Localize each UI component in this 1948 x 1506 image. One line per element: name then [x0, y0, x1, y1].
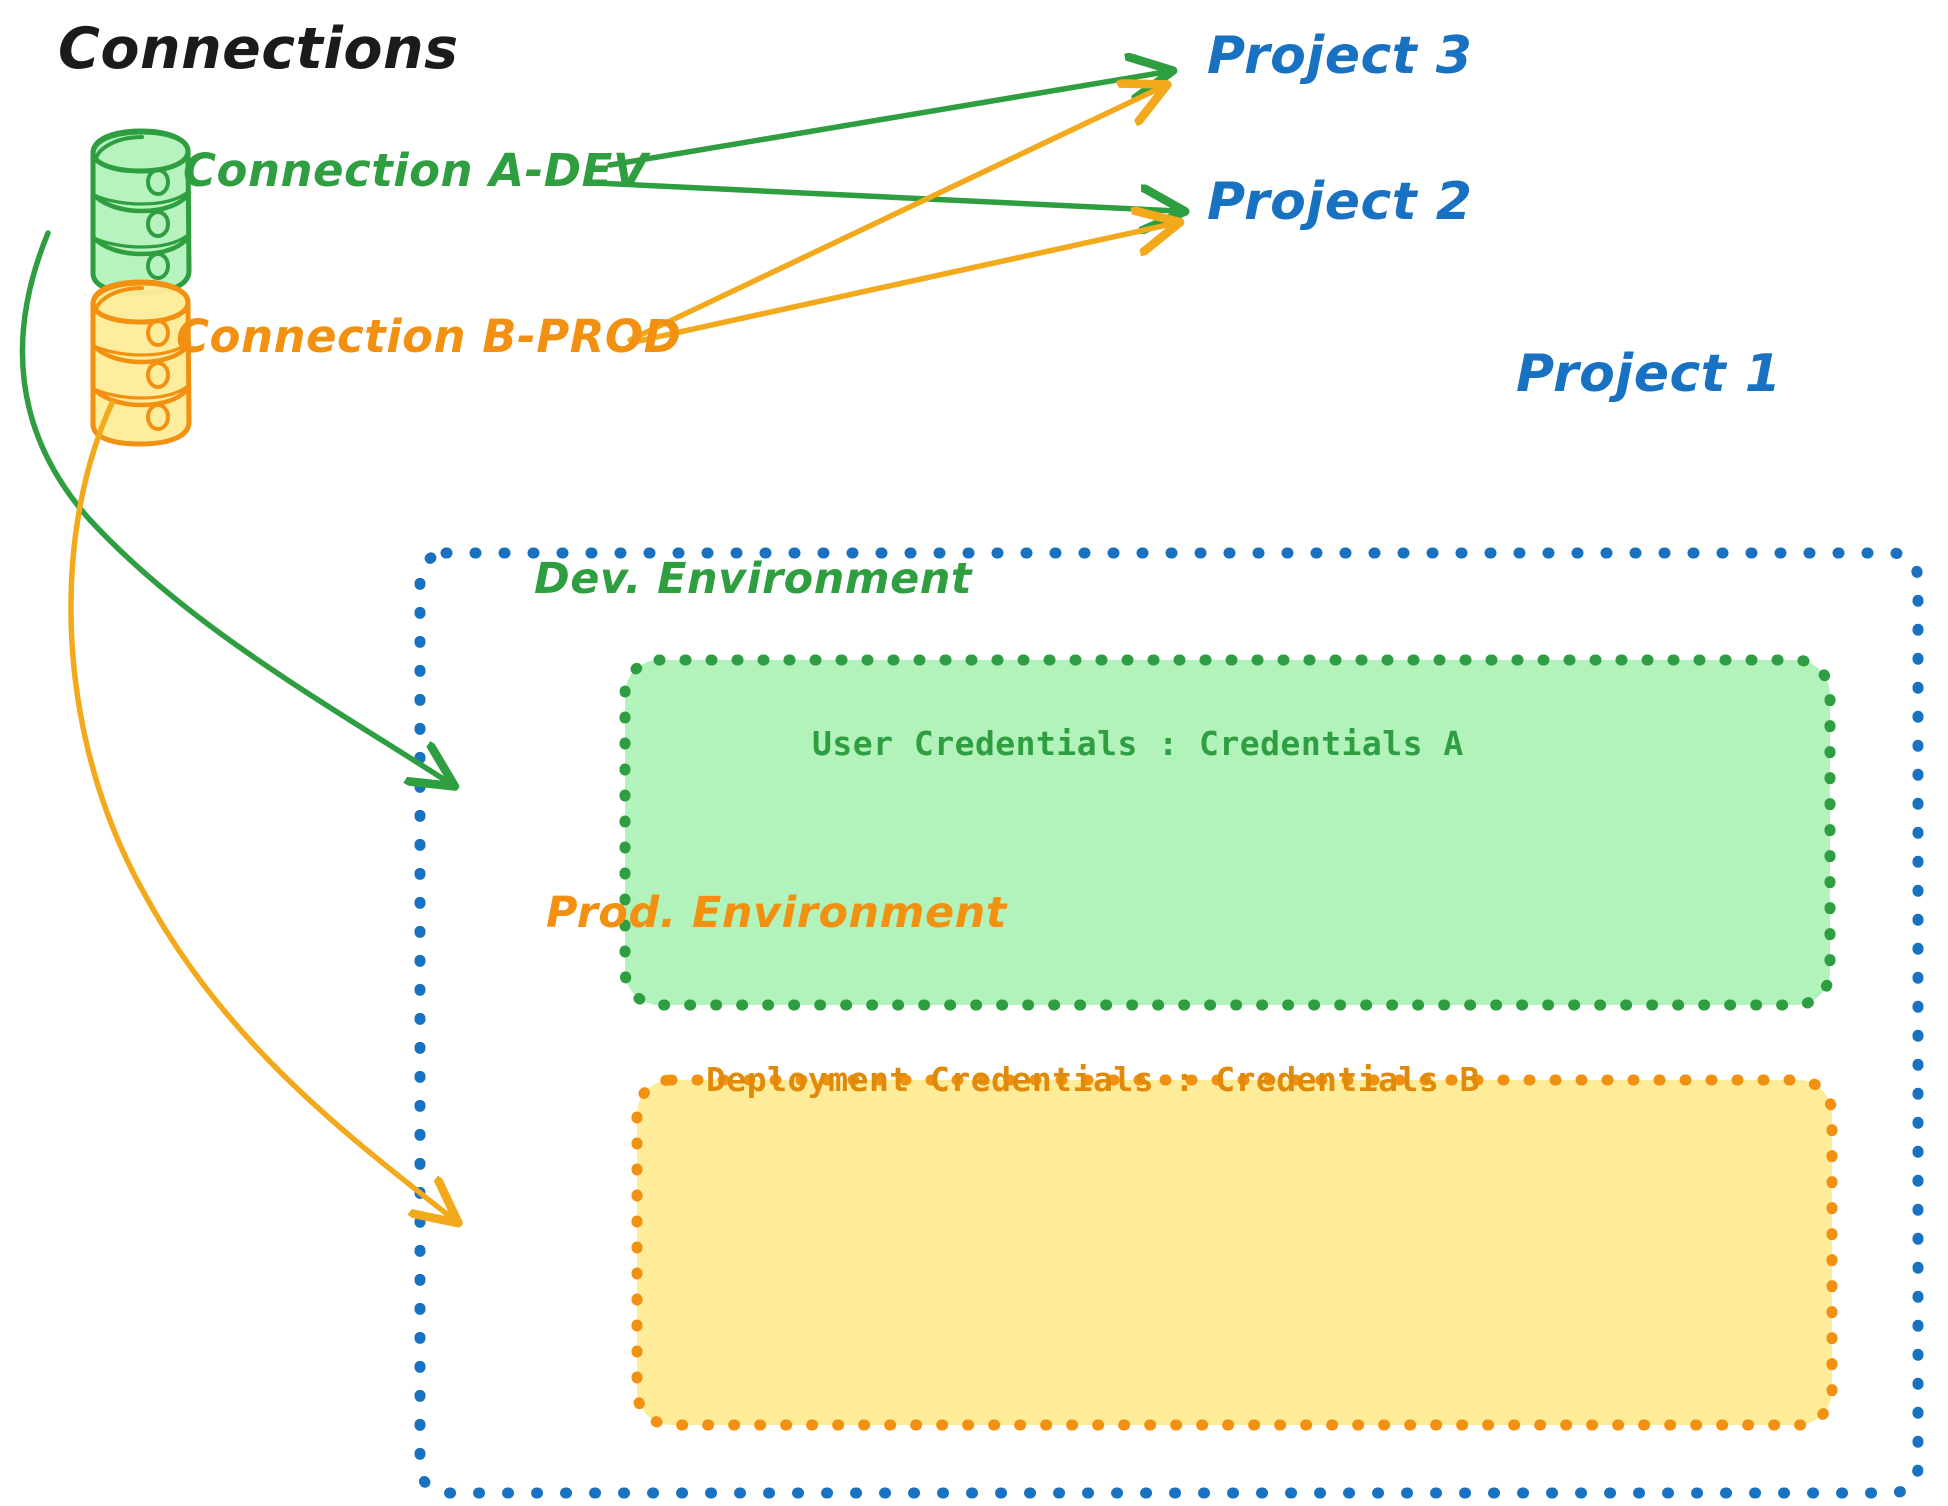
prod-environment-box	[631, 1074, 1838, 1431]
arrow-conn-b-to-prod-environment	[68, 400, 452, 1218]
dev-environment-box	[619, 654, 1836, 1011]
arrow-conn-a-to-project-3	[607, 72, 1165, 168]
project-1-container	[414, 547, 1924, 1499]
project-1-label[interactable]: Project 1	[1516, 344, 1782, 404]
arrow-conn-a-to-project-2	[593, 180, 1177, 211]
database-icon-connection-b	[90, 279, 192, 447]
project-2-label[interactable]: Project 2	[1207, 172, 1473, 232]
prod-environment-fill	[637, 1080, 1832, 1425]
prod-environment-border	[631, 1074, 1838, 1431]
arrow-conn-a-to-dev-environment	[19, 230, 448, 782]
prod-environment-title: Prod. Environment	[546, 888, 1007, 938]
database-icon-connection-a	[90, 128, 192, 296]
project-1-container-border	[414, 547, 1924, 1499]
dev-environment-border	[619, 654, 1836, 1011]
prod-environment-credentials: Deployment Credentials : Credentials B	[706, 1060, 1480, 1099]
connection-b-prod-label[interactable]: Connection B-PROD	[176, 310, 682, 363]
project-3-label[interactable]: Project 3	[1207, 26, 1473, 86]
dev-environment-credentials: User Credentials : Credentials A	[812, 724, 1464, 763]
connection-a-dev-label[interactable]: Connection A-DEV	[183, 144, 649, 197]
arrow-conn-b-to-project-2	[631, 224, 1172, 345]
arrow-conn-b-to-project-3	[627, 88, 1160, 343]
dev-environment-title: Dev. Environment	[534, 554, 972, 604]
page-title: Connections	[58, 16, 459, 82]
dev-environment-fill	[625, 660, 1830, 1005]
